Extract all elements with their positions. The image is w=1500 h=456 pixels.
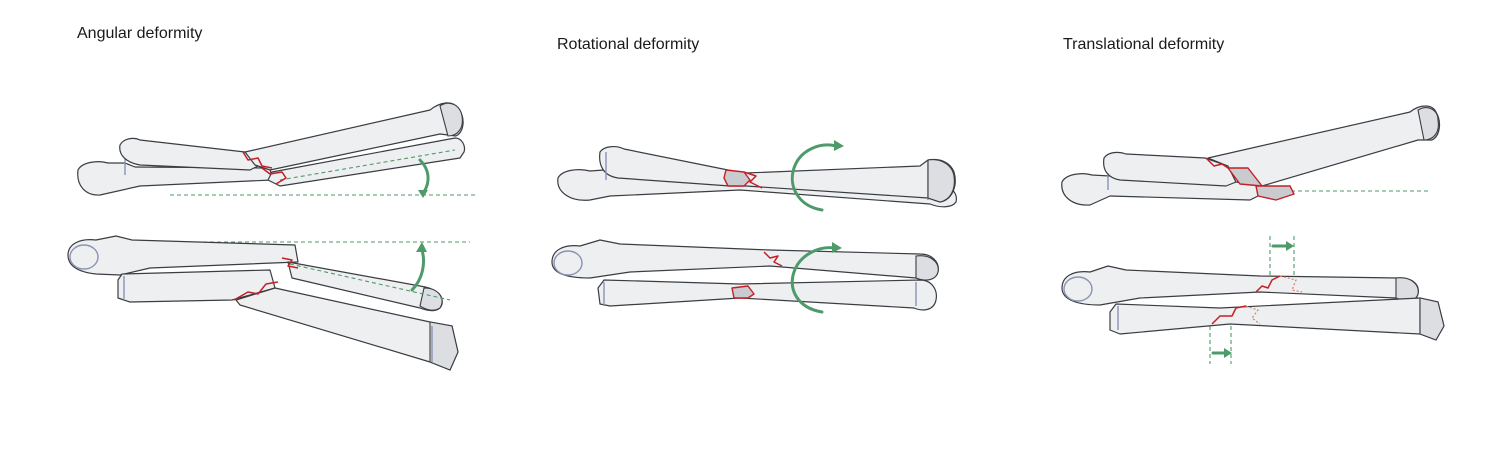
rotational-bottom-view [551,239,939,314]
translational-illustration [1061,105,1445,364]
fracture-line [763,251,783,267]
angular-illustration [67,102,475,371]
panel-angular: Angular deformity [0,0,500,456]
panel-title-translational: Translational deformity [1063,36,1225,53]
rotational-top-view [557,140,957,212]
fracture-line [1255,275,1281,293]
panel-translational: Translational deformity [1000,0,1500,456]
curved-arrow-icon [410,248,426,292]
rotational-illustration [551,140,957,314]
radius-proximal [119,137,261,171]
radius-bone [597,279,937,311]
radius-bone [1109,297,1445,341]
fracture-line [242,151,273,169]
angular-bottom-view [67,235,470,371]
fracture-line [281,257,299,269]
panel-rotational: Rotational deformity [500,0,1000,456]
radius-bone [599,146,956,203]
curved-arrow-icon [790,246,836,314]
panel-title-angular: Angular deformity [77,25,203,42]
ulna-bone [1061,265,1419,306]
fracture-line [1205,157,1229,169]
angular-top-view [77,102,475,198]
ulna-bone [551,239,939,281]
curved-arrow-icon [418,158,430,194]
curved-arrow-icon [790,143,838,212]
translational-top-view [1061,105,1441,206]
panel-title-rotational: Rotational deformity [557,36,700,53]
translational-bottom-view [1061,236,1445,364]
ulna-bone [67,235,299,276]
